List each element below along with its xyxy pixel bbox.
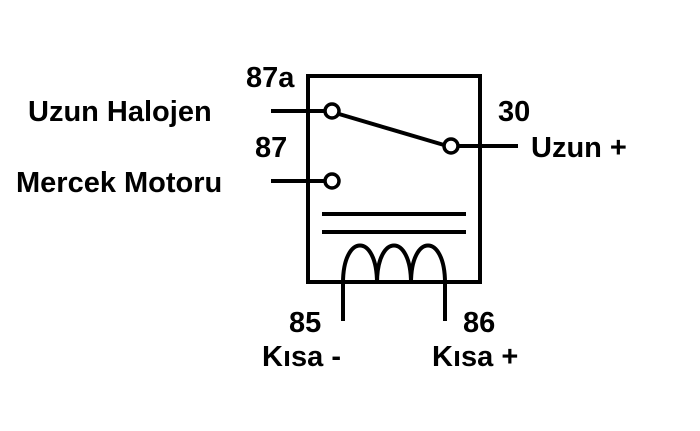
label-uzun-plus: Uzun + [531, 132, 627, 164]
pin-label-87a: 87a [246, 62, 295, 94]
switch-arm [338, 112, 445, 147]
label-kisa-minus: Kısa - [262, 341, 341, 373]
pin-label-30: 30 [498, 96, 530, 128]
contact-87 [323, 172, 341, 190]
label-mercek-motoru: Mercek Motoru [16, 167, 222, 199]
pin-label-85: 85 [289, 307, 321, 339]
relay-coil [341, 243, 447, 321]
pin-label-86: 86 [463, 307, 495, 339]
pin-label-87: 87 [255, 132, 287, 164]
label-kisa-plus: Kısa + [432, 341, 518, 373]
label-uzun-halojen: Uzun Halojen [28, 96, 212, 128]
contact-30 [442, 137, 460, 155]
contact-87a [323, 102, 341, 120]
